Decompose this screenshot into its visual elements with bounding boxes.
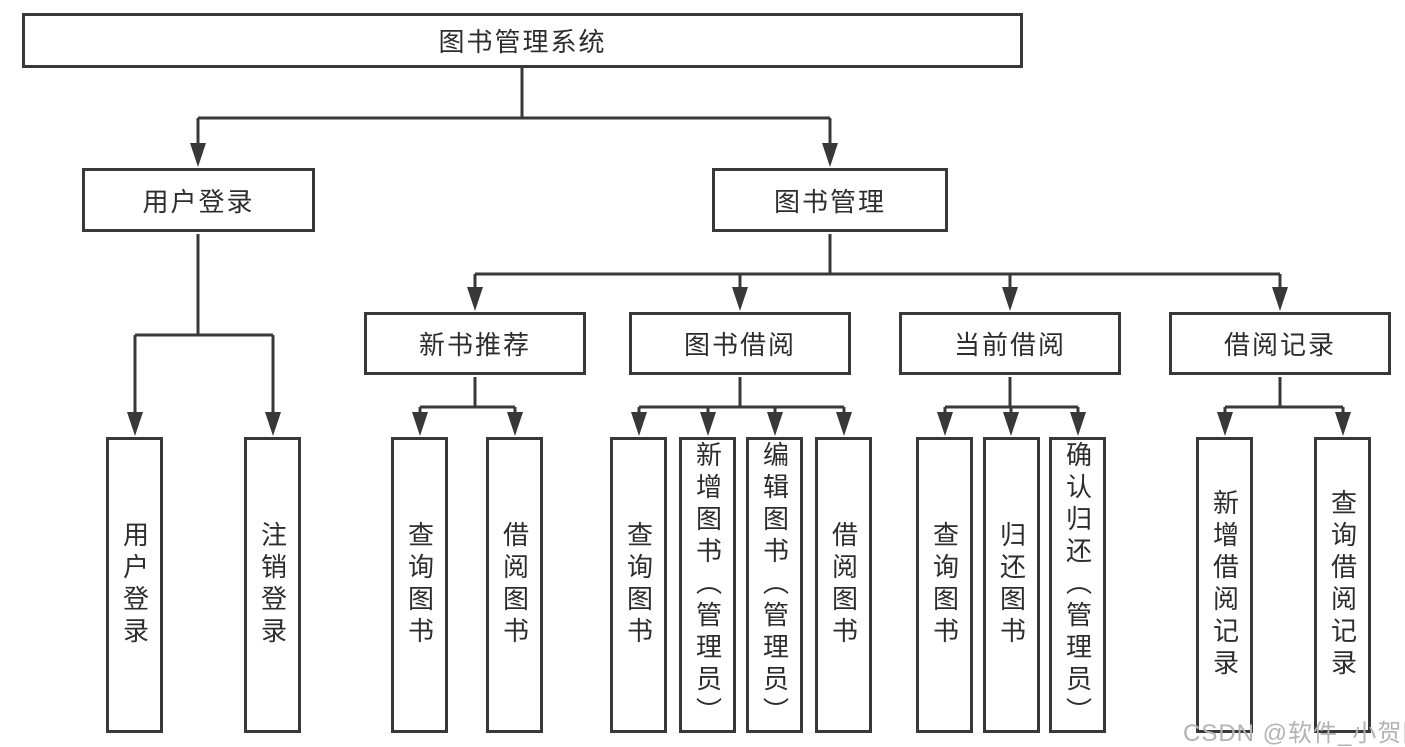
node-label: 新增图书（管理员） — [692, 441, 723, 729]
node-label: 查询借阅记录 — [1327, 489, 1358, 681]
node-label: 用户登录 — [142, 186, 255, 217]
node-label: 借阅记录 — [1223, 330, 1336, 360]
node-label: 注销登录 — [257, 521, 288, 649]
node-label: 查询图书 — [404, 521, 435, 649]
node-label: 图书管理系统 — [438, 27, 607, 57]
leaf-user-login: 用户登录 — [106, 437, 163, 733]
node-book-management: 图书管理 — [712, 168, 948, 232]
node-book-borrow: 图书借阅 — [629, 312, 851, 375]
node-label: 图书借阅 — [683, 330, 796, 360]
node-label: 编辑图书（管理员） — [759, 441, 790, 729]
leaf-return-book: 归还图书 — [983, 437, 1040, 733]
leaf-query-book-current: 查询图书 — [916, 437, 973, 733]
leaf-add-book-admin: 新增图书（管理员） — [679, 437, 736, 733]
leaf-edit-book-admin: 编辑图书（管理员） — [746, 437, 803, 733]
leaf-add-borrow-record: 新增借阅记录 — [1196, 437, 1253, 733]
node-label: 借阅图书 — [828, 521, 859, 649]
node-label: 归还图书 — [996, 521, 1027, 649]
node-label: 查询图书 — [623, 521, 654, 649]
leaf-query-book-borrow: 查询图书 — [610, 437, 667, 733]
csdn-watermark: CSDN @软件_小贺同学 — [1183, 720, 1405, 747]
node-label: 新书推荐 — [418, 330, 531, 360]
node-label: 用户登录 — [119, 521, 150, 649]
leaf-confirm-return-admin: 确认归还（管理员） — [1049, 437, 1106, 733]
node-user-login: 用户登录 — [82, 168, 315, 232]
node-label: 借阅图书 — [499, 521, 530, 649]
node-library-management-system: 图书管理系统 — [22, 13, 1023, 68]
node-borrow-record: 借阅记录 — [1169, 312, 1391, 375]
leaf-borrow-book-recommend: 借阅图书 — [486, 437, 543, 733]
leaf-logout-login: 注销登录 — [244, 437, 301, 733]
leaf-borrow-book: 借阅图书 — [815, 437, 872, 733]
leaf-query-borrow-record: 查询借阅记录 — [1314, 437, 1371, 733]
node-label: 当前借阅 — [953, 330, 1066, 360]
node-label: 图书管理 — [773, 186, 886, 217]
node-label: 确认归还（管理员） — [1062, 441, 1093, 729]
node-label: 查询图书 — [929, 521, 960, 649]
node-current-borrow: 当前借阅 — [899, 312, 1121, 375]
node-label: 新增借阅记录 — [1209, 489, 1240, 681]
node-new-book-recommend: 新书推荐 — [364, 312, 586, 375]
leaf-query-book-recommend: 查询图书 — [391, 437, 448, 733]
arrowheads — [127, 143, 1351, 436]
